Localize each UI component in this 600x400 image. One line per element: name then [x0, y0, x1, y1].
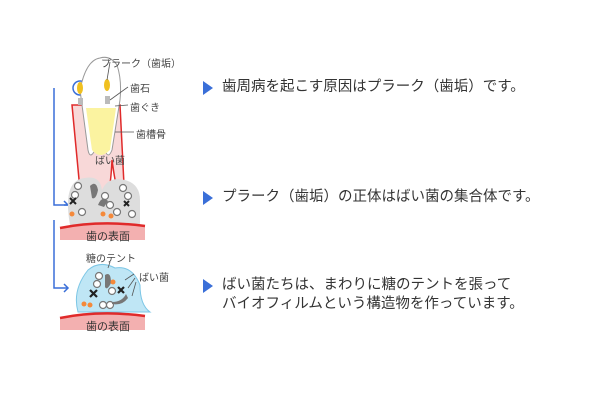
label-tartar: 歯石: [130, 84, 150, 95]
triangle-bullet-icon: [203, 81, 213, 95]
label-gum: 歯ぐき: [130, 103, 160, 114]
statement-text: 歯周病を起こす原因はプラーク（歯垢）です。: [222, 79, 525, 95]
statement-text: プラーク（歯垢）の正体はばい菌の集合体です。: [222, 189, 540, 205]
triangle-bullet-icon: [203, 279, 213, 293]
label-alveolar-bone: 歯槽骨: [136, 130, 166, 141]
triangle-bullet-icon: [203, 191, 213, 205]
bacteria-cluster: [67, 177, 140, 225]
statement-text-line-2: バイオフィルムという構造物を作っています。: [222, 296, 524, 312]
label-plaque: プラーク（歯垢）: [101, 59, 181, 70]
label-tooth-surface-2: 歯の表面: [86, 320, 130, 333]
label-bacteria-bottom: ばい菌: [139, 273, 169, 284]
label-tooth-surface-1: 歯の表面: [86, 230, 130, 243]
label-bacteria-top: ばい菌: [95, 156, 125, 167]
biofilm-illustration: [75, 261, 152, 313]
statement-1: 歯周病を起こす原因はプラーク（歯垢）です。: [203, 78, 525, 97]
statement-text-line-1: ばい菌たちは、まわりに糖のテントを張って: [222, 277, 512, 293]
label-sugar-tent: 糖のテント: [86, 254, 136, 265]
statement-2: プラーク（歯垢）の正体はばい菌の集合体です。: [203, 188, 540, 207]
statement-3: ばい菌たちは、まわりに糖のテントを張って バイオフィルムという構造物を作っていま…: [203, 276, 524, 314]
